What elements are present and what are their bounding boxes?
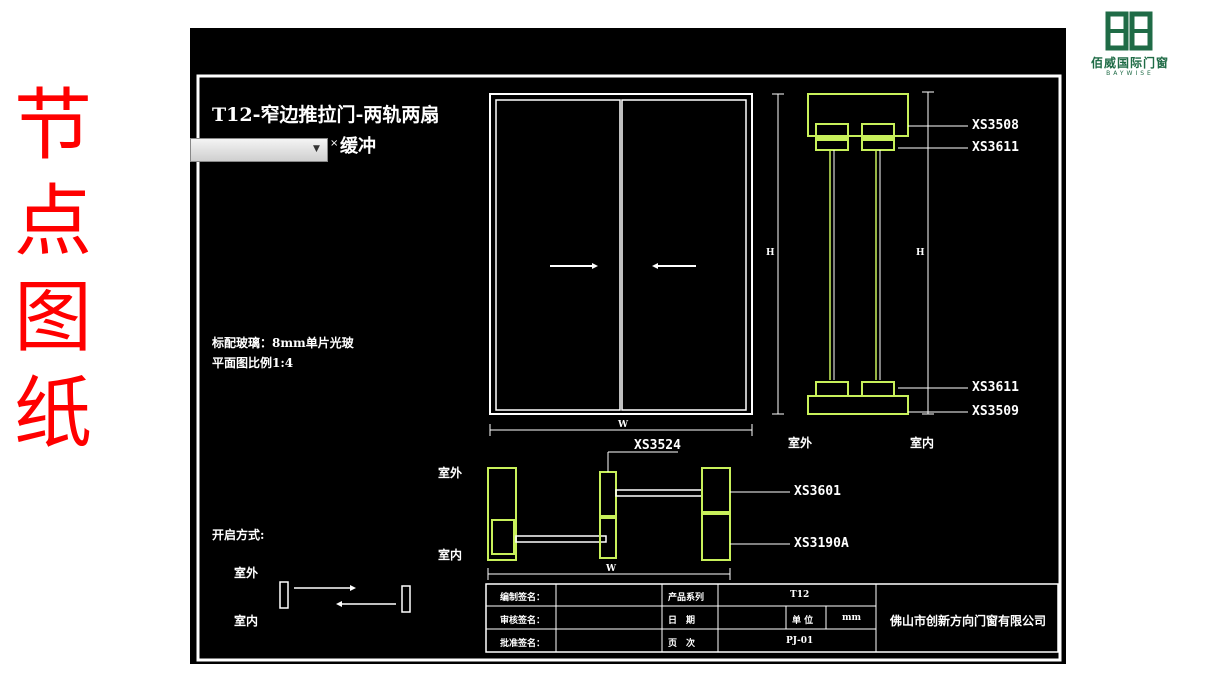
logo-name-en: BAYWISE [1106, 70, 1154, 77]
plan-glass-left [515, 535, 607, 543]
door-elevation-outer [489, 93, 753, 415]
tb-reviewer-label: 审核签名： [500, 616, 546, 626]
tb-drawer-label: 编制签名： [500, 593, 546, 603]
bottom-sash-profile [815, 381, 849, 397]
tb-page-value: PJ-01 [786, 636, 814, 646]
top-track-profile [807, 93, 909, 137]
cad-linework [196, 74, 1062, 662]
label-xs3601: XS3601 [794, 484, 841, 499]
plan-right-frame [701, 467, 731, 513]
label-xs3508: XS3508 [972, 118, 1019, 133]
section-dim-h-label: H [916, 248, 925, 258]
tb-unit-value: mm [842, 613, 862, 623]
tb-approver-label: 批准签名： [500, 639, 546, 649]
label-xs3611-top: XS3611 [972, 140, 1019, 155]
brand-logo: 佰威国际门窗 BAYWISE [1074, 10, 1186, 80]
tb-page-label: 页 次 [668, 639, 696, 649]
label-xs3611-bottom: XS3611 [972, 380, 1019, 395]
dim-h-label: H [766, 248, 775, 258]
tb-series-label: 产品系列 [668, 593, 705, 603]
section-outdoor: 室外 [788, 436, 813, 450]
cad-drawing: T12-窄边推拉门-两轨两扇 缓冲 标配玻璃：8mm单片光玻 平面图比例1:4 … [190, 28, 1066, 664]
open-mode-left-leaf [279, 581, 289, 609]
plan-dim-w-label: W [606, 564, 617, 574]
arrow-left-head [652, 263, 658, 269]
tb-series-value: T12 [790, 590, 810, 600]
drawing-title: T12-窄边推拉门-两轨两扇 [212, 104, 440, 126]
open-mode-outdoor: 室外 [234, 566, 259, 580]
door-leaf-left [495, 99, 621, 411]
plan-indoor: 室内 [438, 548, 463, 562]
plan-glass-right [615, 489, 703, 497]
arrow-right-head [592, 263, 598, 269]
plan-interlock-top [599, 471, 617, 517]
side-title-char-2: 点 [13, 177, 92, 267]
open-mode-right-leaf [401, 585, 411, 613]
side-title-char-3: 图 [13, 273, 92, 363]
top-sash-profile [815, 139, 849, 151]
side-title-char-4: 纸 [13, 369, 92, 459]
scale-note: 平面图比例1:4 [212, 356, 294, 370]
label-xs3190a: XS3190A [794, 536, 849, 551]
side-title-char-1: 节 [13, 81, 92, 171]
close-icon[interactable]: × [330, 138, 339, 149]
drawing-frame [196, 74, 1062, 662]
tb-date-label: 日 期 [668, 616, 696, 626]
cad-dropdown[interactable]: ▼ [190, 138, 328, 162]
chevron-down-icon[interactable]: ▼ [313, 144, 320, 154]
glass-note: 标配玻璃：8mm单片光玻 [212, 336, 354, 350]
plan-interlock-bottom [599, 517, 617, 559]
title-block [485, 583, 1059, 653]
logo-mark-icon [1105, 11, 1153, 51]
plan-outdoor: 室外 [438, 466, 463, 480]
open-mode-indoor: 室内 [234, 614, 259, 628]
drawing-subtitle: 缓冲 [340, 136, 376, 157]
tb-unit-label: 单 位 [792, 616, 814, 626]
side-title: 节 点 图 纸 [8, 78, 98, 462]
section-indoor: 室内 [910, 436, 935, 450]
label-xs3509: XS3509 [972, 404, 1019, 419]
bottom-track-profile [807, 395, 909, 415]
logo-name-cn: 佰威国际门窗 [1090, 56, 1169, 70]
label-xs3524: XS3524 [634, 438, 681, 453]
dim-w-label: W [618, 420, 629, 430]
plan-left-frame [487, 467, 517, 561]
tb-company: 佛山市创新方向门窗有限公司 [890, 614, 1047, 628]
open-mode-label: 开启方式: [212, 528, 265, 542]
door-leaf-right [621, 99, 747, 411]
